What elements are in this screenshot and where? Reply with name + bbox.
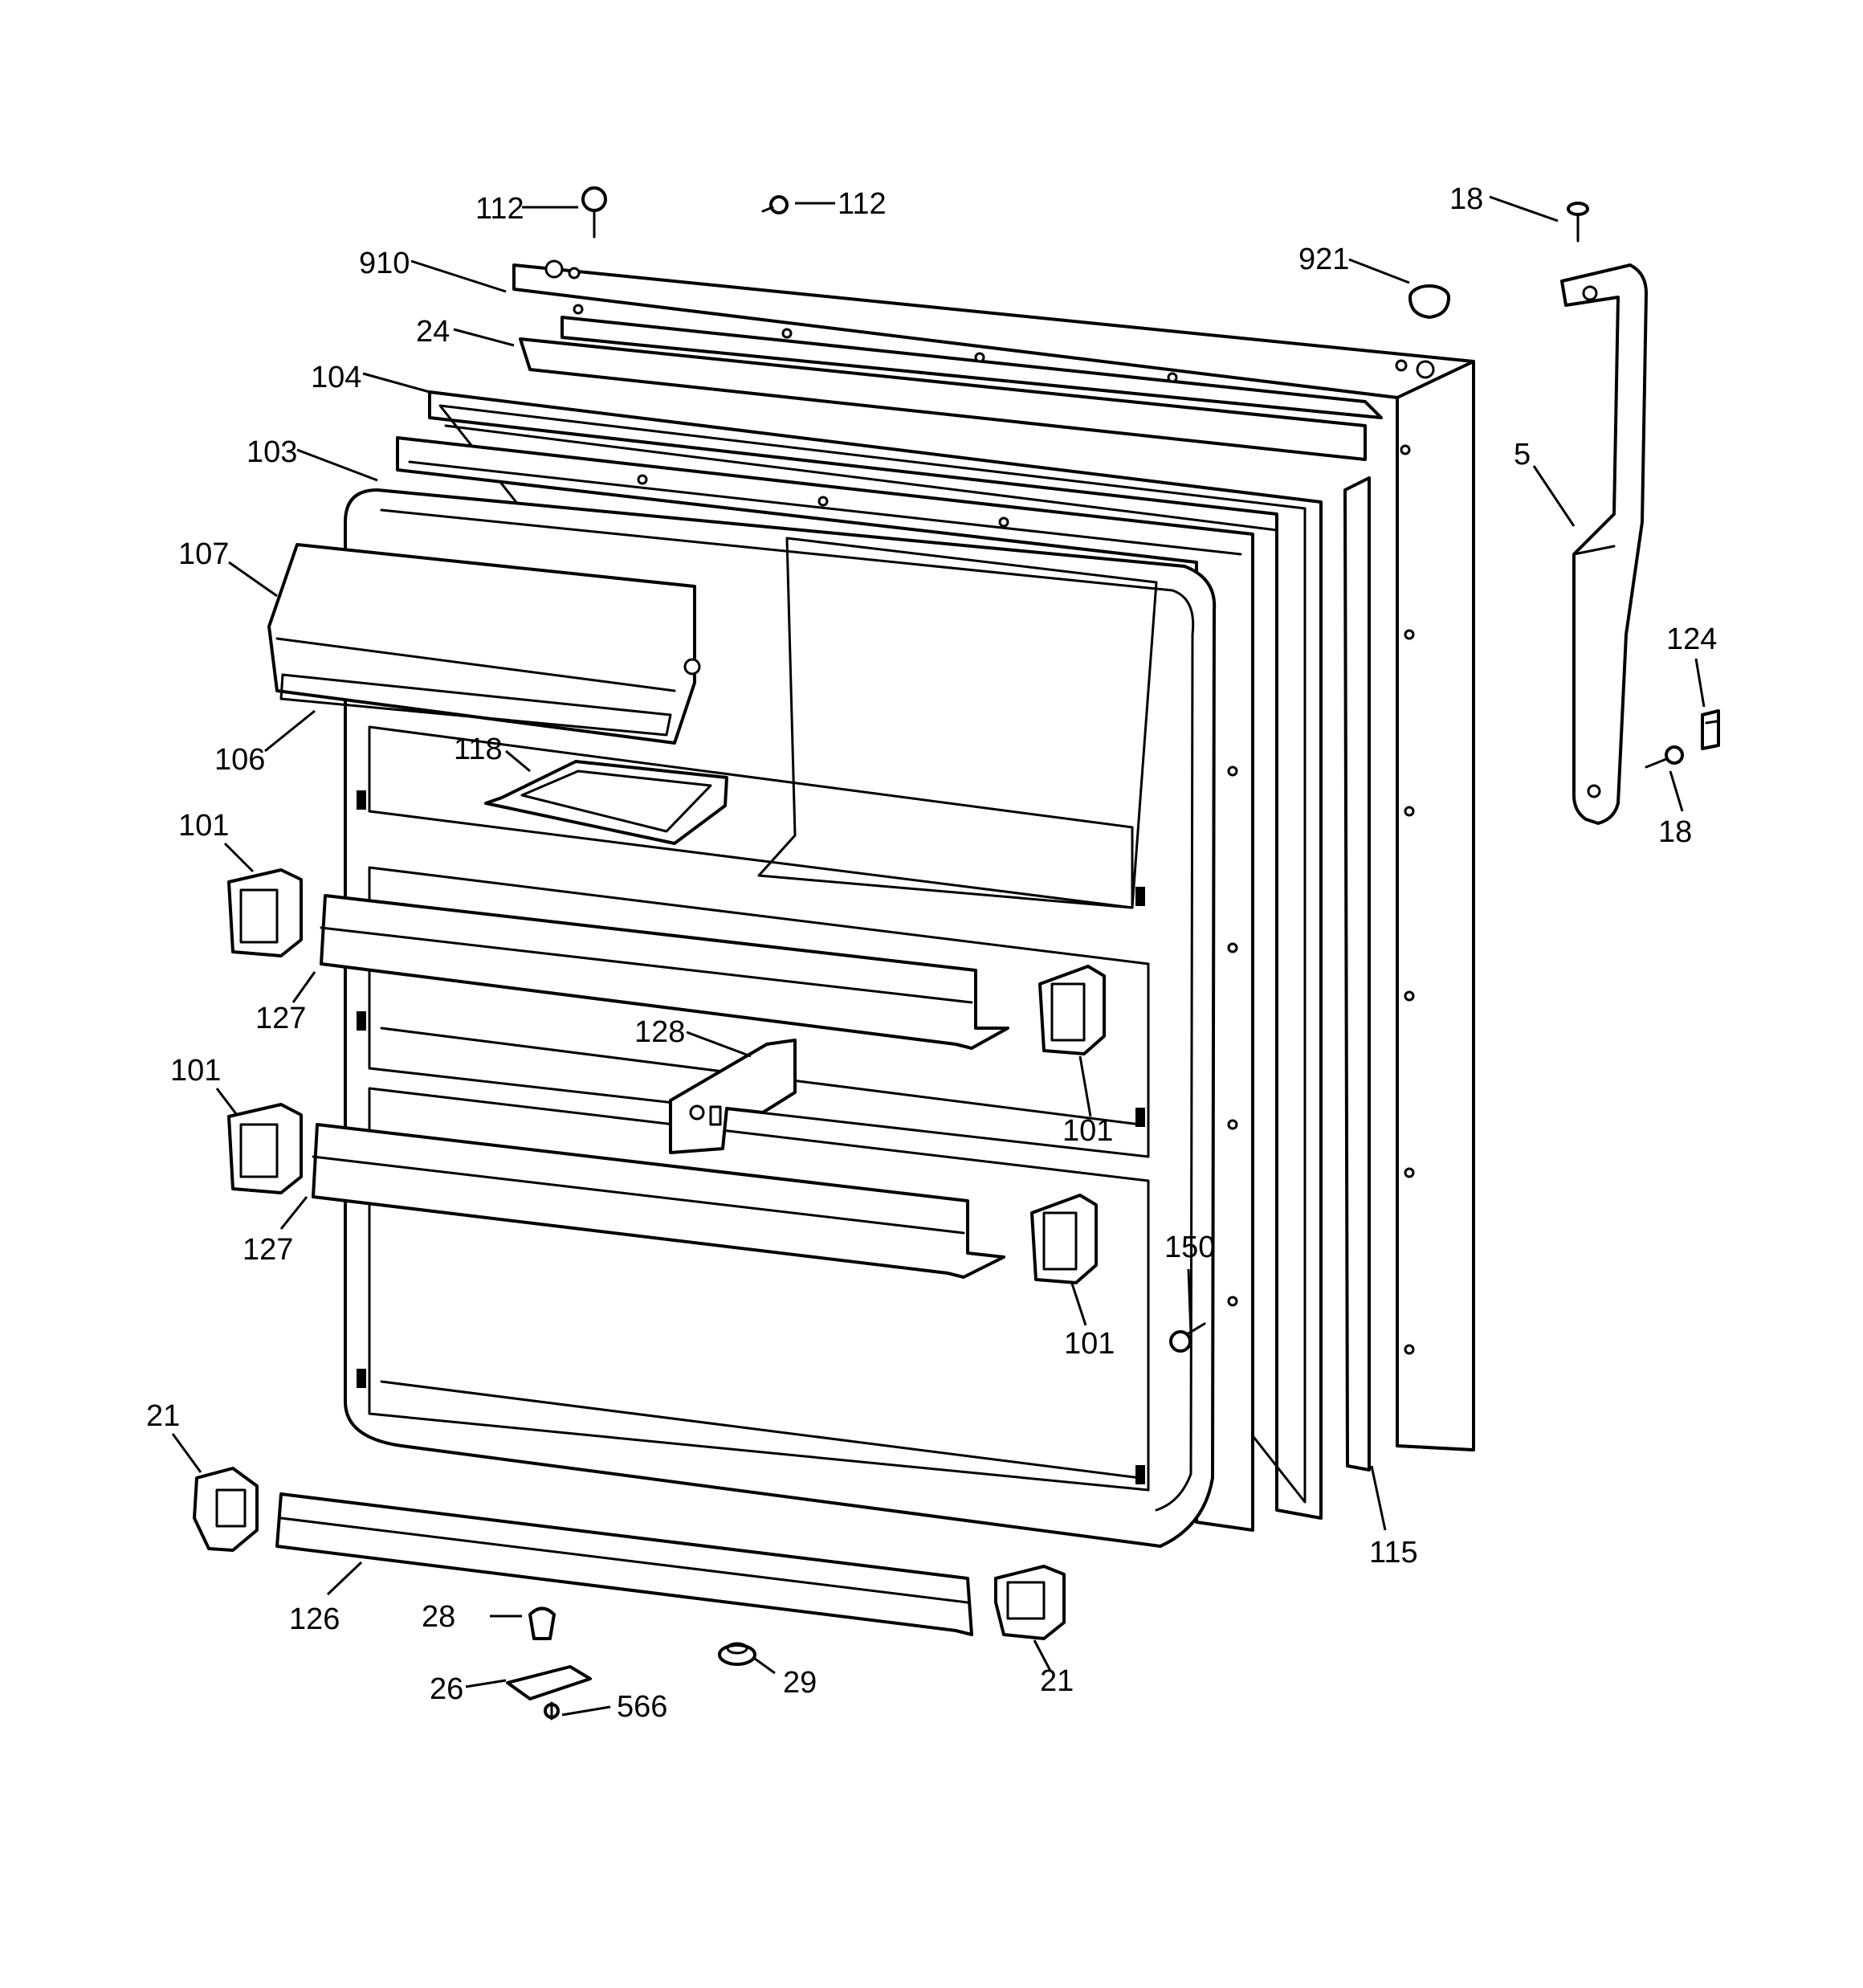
door-shelf-rail-upper (320, 894, 1009, 1050)
callout-126: 126 (289, 1602, 340, 1636)
callout-24: 24 (416, 315, 450, 349)
callout-115: 115 (1369, 1536, 1418, 1570)
callout-101-a: 101 (178, 809, 229, 843)
callout-124: 124 (1666, 623, 1717, 656)
bottom-hardware-28 (528, 1606, 556, 1640)
shelf-bracket-left-upper (227, 868, 303, 957)
top-trim-strip (519, 337, 1367, 461)
callout-107: 107 (178, 537, 229, 571)
screw-566-icon (544, 1701, 560, 1721)
callout-103: 103 (247, 435, 297, 469)
screw-112-side-icon (761, 195, 789, 214)
outer-door-panel (512, 259, 1475, 1451)
shelf-bracket-right-upper (1038, 965, 1106, 1055)
dairy-compartment-door (267, 543, 701, 745)
callout-29: 29 (783, 1666, 817, 1700)
screw-150-icon (1169, 1322, 1206, 1353)
callout-127-b: 127 (243, 1233, 293, 1267)
hole-plug (1408, 284, 1450, 319)
callout-26: 26 (430, 1672, 463, 1706)
handle-clip (1701, 709, 1720, 750)
callout-28: 28 (422, 1600, 455, 1634)
callout-101-c: 101 (1062, 1114, 1113, 1148)
door-handle (1560, 263, 1648, 825)
hinge-left (193, 1467, 259, 1552)
leader-lines (171, 195, 1706, 1717)
shelf-bracket-left-lower (227, 1103, 303, 1194)
door-shelf-rail-lower (312, 1123, 1005, 1279)
grommet-29 (718, 1642, 756, 1666)
callout-21-a: 21 (146, 1399, 180, 1433)
callout-101-d: 101 (1064, 1327, 1115, 1361)
callout-127-a: 127 (255, 1002, 306, 1035)
callout-118: 118 (454, 733, 503, 766)
shelf-divider (669, 1039, 797, 1154)
callout-112-b: 112 (838, 187, 887, 221)
callout-112-a: 112 (475, 192, 524, 226)
callout-921: 921 (1298, 243, 1349, 276)
inner-door-liner (396, 436, 1254, 1532)
callout-5: 5 (1514, 438, 1531, 471)
screw-112-top-icon (581, 186, 607, 239)
bottom-plate-26 (506, 1665, 592, 1700)
callout-21-b: 21 (1040, 1664, 1074, 1698)
callout-18-a: 18 (1449, 182, 1483, 216)
callout-150: 150 (1164, 1231, 1215, 1264)
screw-18-top-icon (1567, 202, 1589, 243)
callout-128: 128 (634, 1015, 685, 1049)
screw-18-side-icon (1645, 745, 1684, 769)
callout-18-b: 18 (1658, 815, 1692, 849)
callout-101-b: 101 (170, 1054, 221, 1088)
bottom-rail (275, 1492, 973, 1636)
callout-106: 106 (214, 743, 265, 777)
egg-tray (484, 760, 728, 845)
callout-566: 566 (617, 1690, 667, 1724)
side-gasket-strip (1343, 476, 1371, 1472)
hinge-right (994, 1565, 1066, 1640)
callout-labels: 112 112 18 910 921 24 104 103 5 107 124 … (146, 182, 1717, 1724)
callout-104: 104 (311, 361, 361, 394)
shelf-bracket-right-lower (1030, 1194, 1098, 1284)
callout-910: 910 (359, 247, 410, 280)
